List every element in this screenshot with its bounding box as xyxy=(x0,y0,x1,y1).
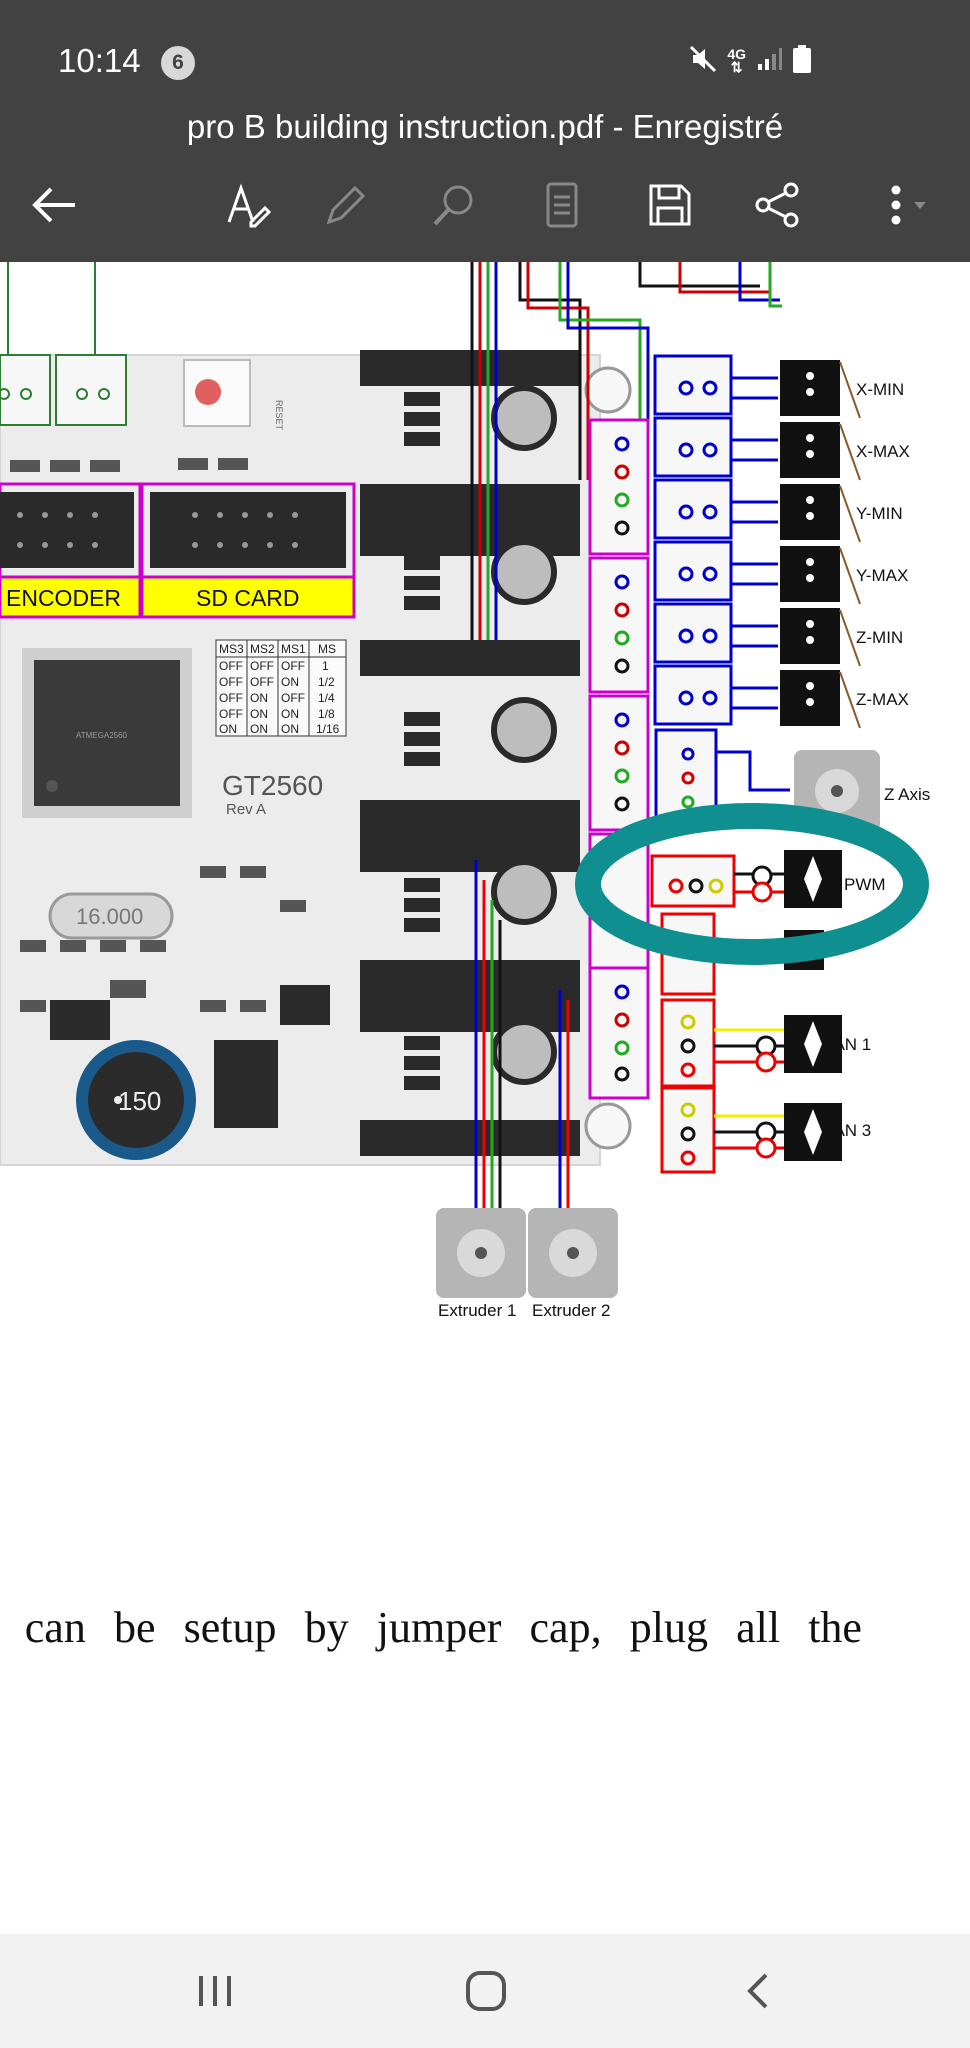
fan3-label: FAN 3 xyxy=(824,1121,871,1140)
body-text-line: r can be setup by jumper cap, plug all t… xyxy=(24,1603,862,1652)
fan-connectors xyxy=(650,854,736,1174)
fan-symbols xyxy=(751,850,842,1161)
fan1-label: FAN 1 xyxy=(824,1035,871,1054)
board-name-label: GT2560 xyxy=(222,770,323,801)
endstop-connectors xyxy=(653,354,733,726)
svg-text:OFF: OFF xyxy=(219,707,243,721)
reset-button-component xyxy=(183,359,251,427)
text-annotate-icon[interactable] xyxy=(218,175,278,235)
svg-text:OFF: OFF xyxy=(281,659,305,673)
share-icon[interactable] xyxy=(748,175,808,235)
inductor-label: 150 xyxy=(118,1086,161,1116)
document-title: pro B building instruction.pdf - Enregis… xyxy=(186,108,784,145)
sd-card-label: SD CARD xyxy=(196,585,300,611)
extruder-wires xyxy=(474,860,570,1210)
svg-text:ON: ON xyxy=(281,675,299,689)
back-arrow-icon[interactable] xyxy=(24,175,84,235)
endstop-label: Z-MAX xyxy=(856,690,909,709)
svg-text:OFF: OFF xyxy=(219,675,243,689)
crystal-component xyxy=(48,892,174,940)
network-type-label: 4G⇅ xyxy=(727,46,746,75)
extruder-steppers xyxy=(436,1208,618,1298)
crystal-label: 16.000 xyxy=(76,904,143,929)
svg-text:ATMEGA2560: ATMEGA2560 xyxy=(76,731,128,740)
data-arrows-icon: ⇅ xyxy=(730,59,743,75)
system-nav-bar xyxy=(0,1934,970,2048)
svg-text:1/16: 1/16 xyxy=(316,722,340,736)
back-icon[interactable] xyxy=(717,1956,797,2026)
extruder-label: Extruder 2 xyxy=(532,1301,610,1320)
svg-text:OFF: OFF xyxy=(219,691,243,705)
signal-icon xyxy=(756,46,782,77)
z-axis-label: Z Axis xyxy=(884,785,930,804)
microstep-table: MS3 MS2 MS1 MS OFF OFF OFF 1 OFF OFF ON … xyxy=(215,639,347,737)
capacitors xyxy=(491,366,632,1150)
endstop-label: Y-MAX xyxy=(856,566,908,585)
svg-text:ON: ON xyxy=(250,722,268,736)
svg-text:1: 1 xyxy=(322,659,329,673)
search-icon[interactable] xyxy=(424,175,484,235)
endstop-switches xyxy=(780,360,861,729)
svg-text:ON: ON xyxy=(250,691,268,705)
svg-text:1/8: 1/8 xyxy=(318,707,335,721)
mcu-chip xyxy=(34,660,180,806)
more-options-icon[interactable] xyxy=(864,175,944,235)
save-icon[interactable] xyxy=(640,175,700,235)
svg-text:ON: ON xyxy=(281,707,299,721)
status-icons: 4G⇅ xyxy=(689,44,812,78)
svg-text:1/4: 1/4 xyxy=(318,691,335,705)
reset-label: RESET xyxy=(274,400,284,431)
pwm-label: PWM xyxy=(844,875,886,894)
encoder-label: ENCODER xyxy=(6,585,121,611)
endstop-label: X-MIN xyxy=(856,380,904,399)
svg-text:OFF: OFF xyxy=(219,659,243,673)
pencil-icon[interactable] xyxy=(316,175,376,235)
svg-text:OFF: OFF xyxy=(250,659,274,673)
svg-text:1/2: 1/2 xyxy=(318,675,335,689)
header-connector xyxy=(55,354,127,426)
recent-apps-icon[interactable] xyxy=(175,1956,255,2026)
mute-icon xyxy=(689,45,717,78)
svg-text:MS3: MS3 xyxy=(219,642,244,656)
svg-text:OFF: OFF xyxy=(281,691,305,705)
svg-text:MS2: MS2 xyxy=(250,642,275,656)
top-app-bar: 10:14 6 4G⇅ pro B building instruction.p… xyxy=(0,0,970,262)
board-revision-label: Rev A xyxy=(226,801,266,818)
svg-text:OFF: OFF xyxy=(250,675,274,689)
battery-icon xyxy=(792,44,812,78)
smd-components xyxy=(10,458,306,1012)
home-icon[interactable] xyxy=(446,1956,526,2026)
svg-text:MS1: MS1 xyxy=(281,642,306,656)
svg-text:ON: ON xyxy=(219,722,237,736)
page-view-icon[interactable] xyxy=(532,175,592,235)
svg-text:MS: MS xyxy=(318,642,336,656)
extruder-label: Extruder 1 xyxy=(438,1301,516,1320)
highlight-circle xyxy=(575,803,929,965)
pdf-page[interactable]: RESET ENCODER SD CARD ATMEGA2560 xyxy=(0,262,970,1934)
status-time: 10:14 xyxy=(58,42,141,79)
endstop-label: Y-MIN xyxy=(856,504,903,523)
notification-count-badge: 6 xyxy=(161,46,195,80)
endstop-label: X-MAX xyxy=(856,442,910,461)
jumper-caps xyxy=(404,392,440,1090)
svg-text:ON: ON xyxy=(250,707,268,721)
endstop-label: Z-MIN xyxy=(856,628,903,647)
wiring-diagram: RESET ENCODER SD CARD ATMEGA2560 xyxy=(0,262,930,1320)
svg-text:ON: ON xyxy=(281,722,299,736)
